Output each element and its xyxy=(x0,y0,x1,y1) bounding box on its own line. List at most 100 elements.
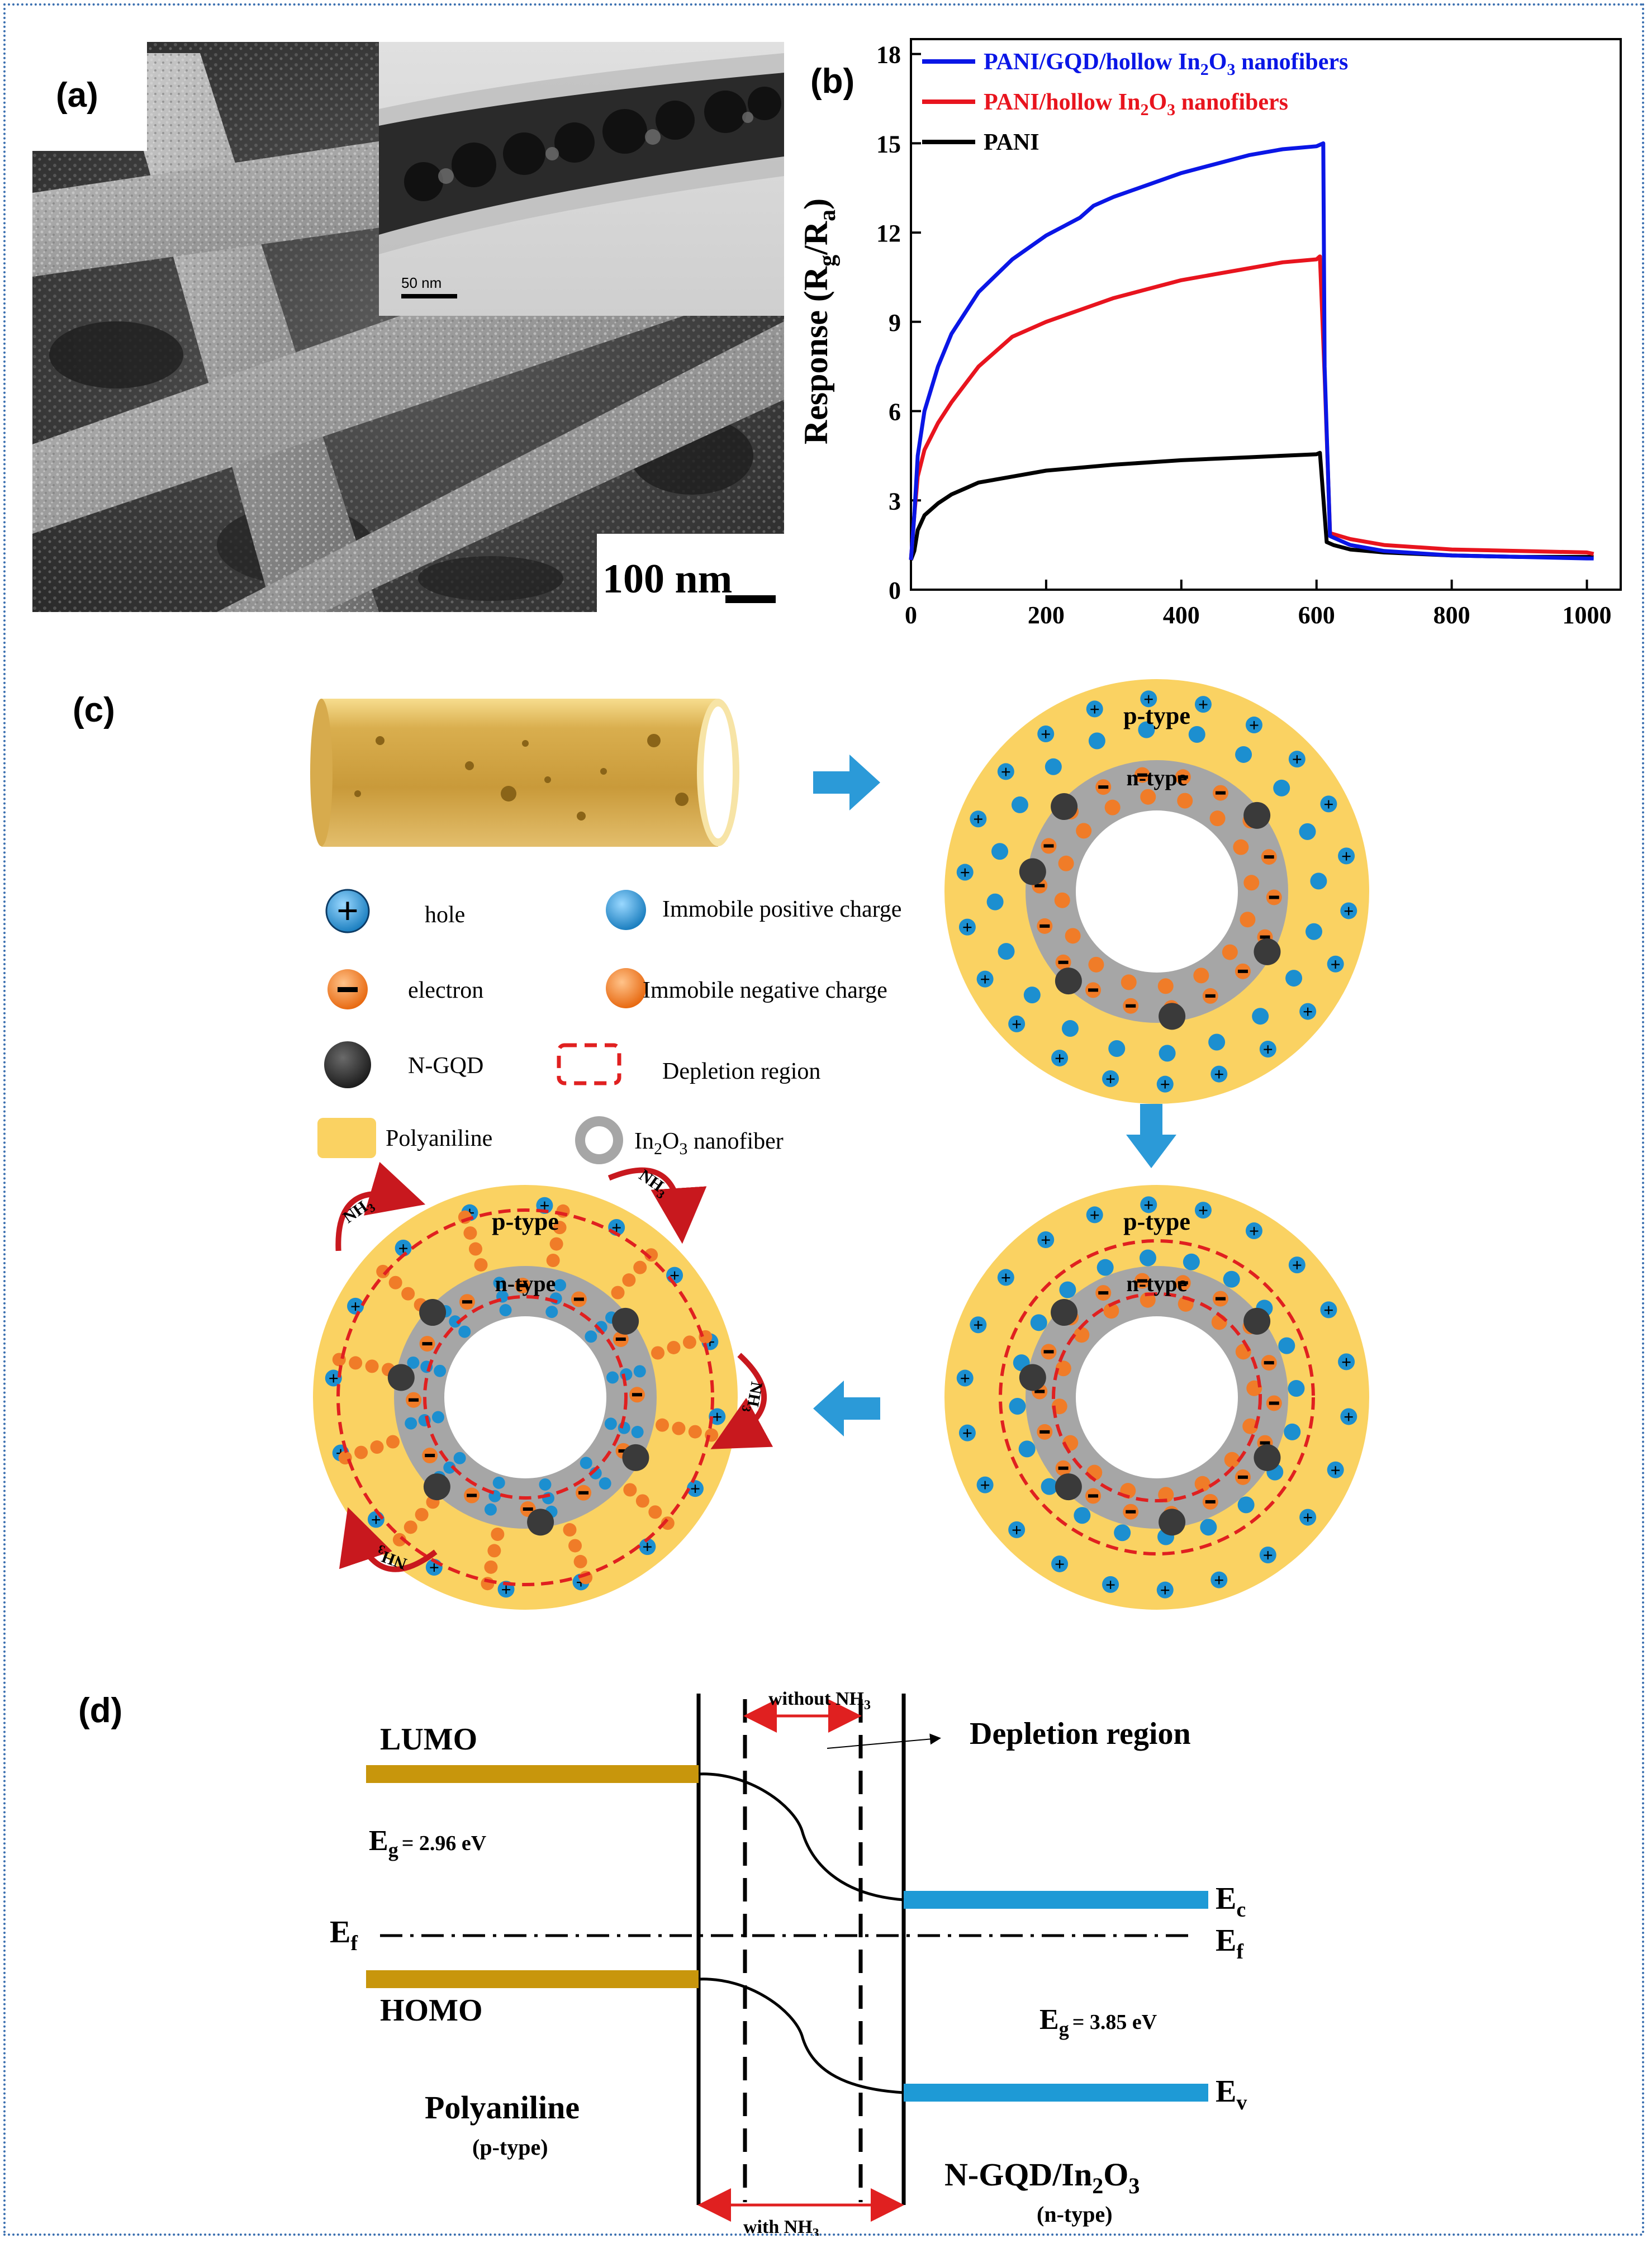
plus-sign: + xyxy=(1041,724,1051,744)
immobile-negative-charge xyxy=(1076,823,1092,839)
minus-sign xyxy=(573,1297,584,1301)
nh3-label: NH3 xyxy=(739,1379,766,1414)
immobile-positive-charge xyxy=(484,1503,497,1516)
plus-sign: + xyxy=(1323,1300,1333,1320)
immobile-negative-charge xyxy=(1058,855,1074,871)
immobile-positive-charge xyxy=(1188,726,1205,743)
immobile-negative-charge xyxy=(1242,1418,1259,1434)
immobile-negative-charge xyxy=(656,1418,670,1432)
hole-charge xyxy=(1340,902,1357,919)
hole-charge xyxy=(997,763,1014,780)
immobile-positive-charge xyxy=(1061,1020,1079,1037)
immobile-negative-charge xyxy=(622,1273,636,1287)
hole-charge xyxy=(686,1480,704,1497)
immobile-positive-charge xyxy=(443,1461,456,1474)
immobile-positive-charge xyxy=(1299,823,1316,840)
legend-hole: + hole xyxy=(325,889,465,933)
minus-sign xyxy=(409,1398,419,1402)
plus-sign: + xyxy=(1263,1545,1273,1565)
immobile-positive-charge xyxy=(1305,923,1322,940)
x-tick-label: 400 xyxy=(1163,601,1200,629)
series-line xyxy=(909,141,1594,561)
minus-sign xyxy=(1088,1494,1099,1498)
minus-sign xyxy=(1215,1297,1226,1301)
minus-sign xyxy=(618,1449,629,1453)
immobile-positive-charge xyxy=(585,1330,597,1343)
y-tick-label: 12 xyxy=(876,220,901,247)
minus-sign xyxy=(1137,1279,1147,1283)
immobile-negative-charge xyxy=(1055,1360,1071,1377)
depletion-boundary xyxy=(423,1295,628,1500)
immobile-positive-charge xyxy=(1108,1040,1126,1057)
schematic-legend: + hole Immobile positive charge electron… xyxy=(317,889,901,1164)
svg-text:electron: electron xyxy=(408,978,483,1003)
minus-sign xyxy=(1269,1401,1279,1405)
plus-sign: + xyxy=(962,1423,972,1443)
with-nh3-label: with NH3 xyxy=(743,2217,819,2236)
x-tick-label: 1000 xyxy=(1563,601,1612,629)
hole-icon xyxy=(325,889,370,933)
svg-text:Immobile positive charge: Immobile positive charge xyxy=(662,897,901,922)
legend-label: PANI/GQD/hollow In2O3 nanofibers xyxy=(984,49,1348,79)
y-tick-label: 3 xyxy=(889,487,901,515)
immobile-negative-charge xyxy=(463,1226,477,1240)
plus-sign: + xyxy=(1303,1507,1313,1528)
immobile-negative-charge xyxy=(468,1242,482,1256)
ptype-label: p-type xyxy=(1123,702,1190,729)
minus-sign xyxy=(1137,773,1147,777)
depletion-boundary xyxy=(1052,1292,1262,1502)
immobile-positive-charge xyxy=(1041,1478,1058,1495)
immobile-negative-charge xyxy=(644,1248,658,1262)
plus-sign: + xyxy=(690,1478,700,1499)
legend-in2o3: In2O3 nanofiber xyxy=(575,1116,784,1164)
immobile-negative-charge xyxy=(568,1539,582,1553)
minus-sign xyxy=(1058,1466,1069,1470)
immobile-negative-charge xyxy=(481,1577,495,1591)
hole-charge xyxy=(1102,1070,1119,1087)
minus-sign xyxy=(578,1491,589,1495)
immobile-positive-charge xyxy=(1310,872,1327,890)
immobile-positive-charge xyxy=(405,1417,417,1430)
valence-bend xyxy=(698,1978,904,2094)
ngqd-particle xyxy=(419,1299,447,1326)
plus-sign: + xyxy=(1344,1406,1354,1426)
plus-sign: + xyxy=(1198,1200,1208,1220)
minus-sign xyxy=(1088,988,1099,992)
immobile-positive-charge xyxy=(1183,1253,1200,1270)
immobile-positive-charge xyxy=(998,943,1015,960)
minus-sign xyxy=(462,1300,472,1304)
y-tick-label: 9 xyxy=(889,309,901,336)
immobile-negative-icon xyxy=(606,968,646,1008)
plus-sign: + xyxy=(1105,1069,1115,1089)
minus-sign xyxy=(1034,884,1045,888)
legend-label: PANI/hollow In2O3 nanofibers xyxy=(984,89,1288,119)
immobile-negative-charge xyxy=(1121,974,1137,990)
nh3-molecule: NH3 xyxy=(710,1353,773,1449)
hole-charge xyxy=(1338,847,1355,865)
immobile-negative-charge xyxy=(1209,810,1226,827)
ntype-label: n-type xyxy=(495,1271,556,1296)
immobile-positive-charge xyxy=(606,1371,619,1384)
homo-band xyxy=(366,1970,699,1988)
depletion-boundary xyxy=(336,1208,714,1586)
hole-charge xyxy=(1338,1353,1355,1371)
ef-right-label: Ef xyxy=(1216,1923,1244,1964)
hole-charge xyxy=(1210,1065,1228,1083)
inset-scale-bar-label: 50 nm xyxy=(401,274,442,291)
immobile-negative-charge xyxy=(553,1221,567,1235)
immobile-negative-charge xyxy=(392,1533,406,1547)
plus-sign: + xyxy=(1143,689,1153,709)
immobile-negative-charge xyxy=(386,1435,400,1449)
hole-charge xyxy=(958,918,976,936)
immobile-negative-charge xyxy=(415,1507,429,1521)
svg-text:Depletion region: Depletion region xyxy=(662,1059,820,1084)
plus-sign: + xyxy=(1323,794,1333,814)
immobile-positive-charge xyxy=(1159,1045,1176,1062)
x-tick-label: 600 xyxy=(1298,601,1335,629)
nanotube-illustration xyxy=(310,699,739,847)
without-nh3-label: without NH3 xyxy=(768,1689,871,1713)
minus-sign xyxy=(1237,1475,1248,1479)
hole-charge xyxy=(1320,1301,1337,1319)
immobile-negative-charge xyxy=(388,1275,402,1289)
